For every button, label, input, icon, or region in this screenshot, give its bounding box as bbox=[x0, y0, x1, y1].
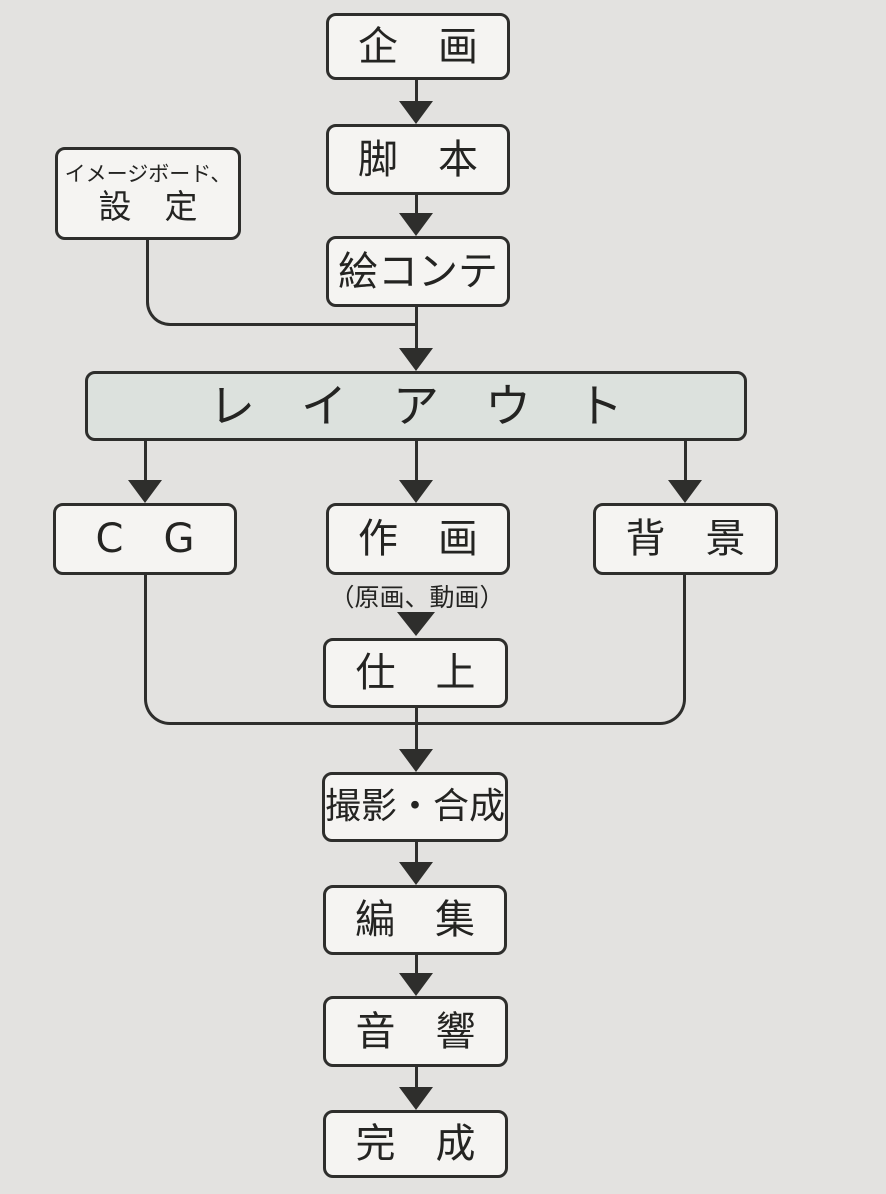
node-layout-label: レ イ ア ウ ト bbox=[209, 378, 623, 433]
arrow-shiage-satsuei-head bbox=[399, 749, 433, 772]
arrow-shiage-satsuei-stem bbox=[415, 708, 418, 752]
arrow-kikaku-kyakuhon-stem bbox=[415, 80, 418, 106]
arrow-layout-cg-head bbox=[128, 480, 162, 503]
arrow-onkyo-kansei-stem bbox=[415, 1067, 418, 1091]
node-ekonte-label: 絵コンテ bbox=[338, 248, 498, 295]
node-shiage-label: 仕 上 bbox=[355, 650, 476, 696]
node-onkyo: 音 響 bbox=[323, 996, 508, 1067]
arrow-layout-sakuga-stem bbox=[415, 441, 418, 483]
node-ekonte: 絵コンテ bbox=[326, 236, 510, 307]
connector-haikei-to-merge bbox=[416, 575, 686, 725]
node-haikei: 背 景 bbox=[593, 503, 778, 575]
arrow-sakuga-shiage-head bbox=[397, 612, 435, 636]
arrow-kikaku-kyakuhon-head bbox=[399, 101, 433, 124]
node-cg-label: C G bbox=[95, 516, 195, 562]
arrow-layout-cg-stem bbox=[144, 441, 147, 483]
node-henshu-label: 編 集 bbox=[355, 897, 475, 943]
node-imageboard-settei: イメージボード、 設 定 bbox=[55, 147, 241, 240]
node-sakuga: 作 画 bbox=[326, 503, 510, 575]
node-satsuei-gosei-label: 撮影・合成 bbox=[325, 786, 506, 828]
arrow-layout-haikei-stem bbox=[684, 441, 687, 483]
node-sakuga-label: 作 画 bbox=[358, 516, 478, 562]
connector-cg-to-merge bbox=[144, 575, 416, 725]
node-kikaku: 企 画 bbox=[326, 13, 510, 80]
node-kyakuhon: 脚 本 bbox=[326, 124, 510, 195]
node-layout: レ イ ア ウ ト bbox=[85, 371, 747, 441]
node-kikaku-label: 企 画 bbox=[358, 23, 478, 70]
node-kansei-label: 完 成 bbox=[355, 1121, 476, 1167]
node-imageboard-line2: 設 定 bbox=[98, 186, 198, 226]
arrow-henshu-onkyo-head bbox=[399, 973, 433, 996]
arrow-onkyo-kansei-head bbox=[399, 1087, 433, 1110]
arrow-ekonte-layout-head bbox=[399, 348, 433, 371]
arrow-layout-haikei-head bbox=[668, 480, 702, 503]
arrow-satsuei-henshu-stem bbox=[415, 842, 418, 865]
arrow-layout-sakuga-head bbox=[399, 480, 433, 503]
node-shiage: 仕 上 bbox=[323, 638, 508, 708]
node-satsuei-gosei: 撮影・合成 bbox=[322, 772, 508, 842]
arrow-satsuei-henshu-head bbox=[399, 862, 433, 885]
node-kansei: 完 成 bbox=[323, 1110, 508, 1178]
node-onkyo-label: 音 響 bbox=[355, 1008, 476, 1055]
arrow-ekonte-layout-stem bbox=[415, 307, 418, 351]
node-henshu: 編 集 bbox=[323, 885, 507, 955]
arrow-henshu-onkyo-stem bbox=[415, 955, 418, 977]
arrow-kyakuhon-ekonte-head bbox=[399, 213, 433, 236]
node-imageboard-line1: イメージボード、 bbox=[64, 161, 232, 186]
node-kyakuhon-label: 脚 本 bbox=[358, 136, 478, 183]
node-cg: C G bbox=[53, 503, 237, 575]
node-haikei-label: 背 景 bbox=[625, 516, 746, 562]
arrow-kyakuhon-ekonte-stem bbox=[415, 195, 418, 217]
connector-imageboard-to-layout bbox=[146, 240, 416, 326]
sakuga-note: （原画、動画） bbox=[329, 583, 505, 612]
